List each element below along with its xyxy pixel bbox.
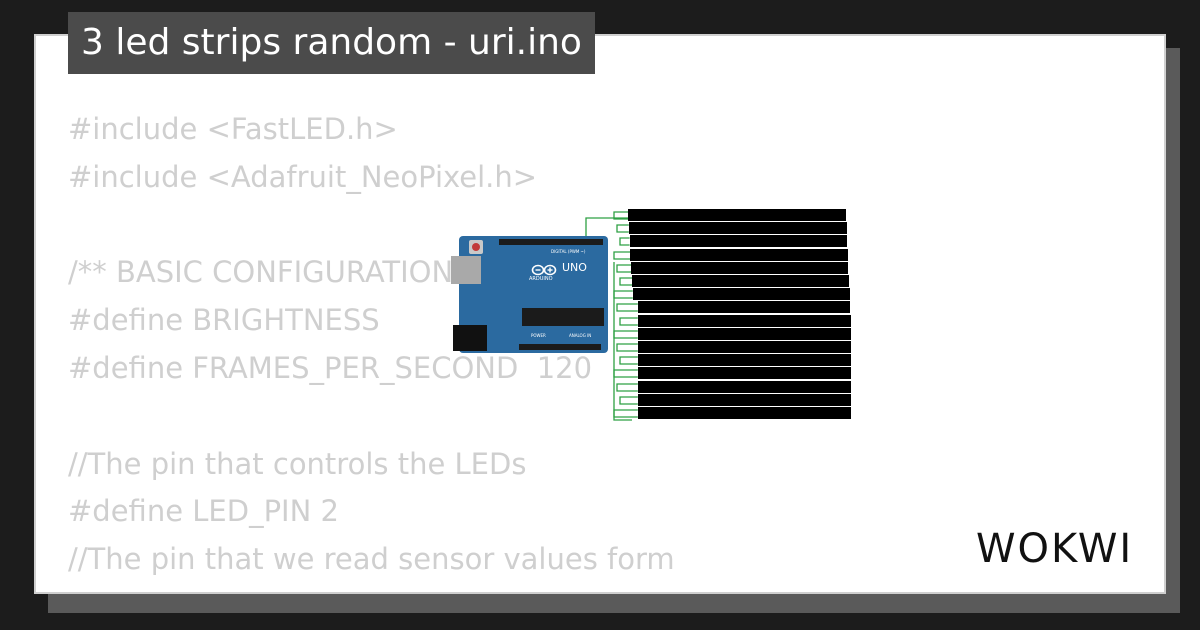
- wire: [619, 317, 638, 326]
- code-line: #define MIC_PIN 18: [68, 584, 675, 594]
- code-line: #include <Adafruit_NeoPixel.h>: [68, 159, 538, 194]
- wire: [619, 277, 632, 286]
- project-title: 3 led strips random - uri.ino: [68, 12, 595, 74]
- led-strip[interactable]: [632, 275, 849, 287]
- wokwi-logo-text: WOKWI: [976, 526, 1133, 572]
- arduino-uno-board[interactable]: UNO ARDUINO DIGITAL (PWM ~) POWER ANALOG…: [451, 236, 608, 353]
- wire: [613, 409, 638, 418]
- code-line: //The pin that controls the LEDs: [68, 446, 527, 481]
- led-strip[interactable]: [637, 367, 851, 379]
- analog-label: ANALOG IN: [569, 333, 592, 338]
- code-line: #include <FastLED.h>: [68, 112, 398, 146]
- code-line: #define BRIGHTNESS: [68, 303, 380, 338]
- code-preview: #include <FastLED.h> #include <Adafruit_N…: [68, 106, 675, 594]
- wire: [619, 356, 638, 365]
- led-strip[interactable]: [637, 328, 851, 340]
- led-strip[interactable]: [637, 394, 851, 406]
- led-strip[interactable]: [637, 407, 851, 419]
- wire: [613, 211, 628, 220]
- wire: [613, 330, 638, 339]
- wire-group: [585, 211, 638, 421]
- wire: [616, 224, 629, 233]
- power-jack: [453, 325, 487, 351]
- arduino-logo-icon: [531, 264, 557, 276]
- led-strip[interactable]: [631, 262, 849, 274]
- led-strip[interactable]: [637, 315, 851, 327]
- wire: [613, 262, 632, 421]
- board-brand: ARDUINO: [529, 276, 553, 282]
- code-line: //The pin that we read sensor values for…: [68, 542, 675, 577]
- wire: [613, 251, 631, 260]
- wokwi-logo: WOKWI: [976, 526, 1133, 572]
- led-strip[interactable]: [630, 249, 848, 261]
- led-strip[interactable]: [637, 301, 851, 313]
- led-strip[interactable]: [637, 381, 851, 393]
- led-strip[interactable]: [637, 341, 851, 353]
- led-strip[interactable]: [628, 209, 846, 221]
- board-model: UNO: [562, 261, 587, 274]
- code-line: #define LED_PIN 2: [68, 494, 339, 529]
- led-strip[interactable]: [637, 354, 851, 366]
- led-strip[interactable]: [628, 222, 847, 234]
- wire: [619, 396, 638, 405]
- microcontroller-chip: [522, 308, 604, 326]
- wire: [616, 343, 638, 352]
- wire: [613, 290, 633, 299]
- analog-header: [519, 344, 601, 350]
- wire: [616, 303, 638, 312]
- digital-header: [499, 239, 603, 245]
- wire: [616, 383, 638, 392]
- wire: [613, 369, 638, 378]
- usb-port: [451, 256, 481, 284]
- code-line: #define FRAMES_PER_SECOND 120: [68, 350, 593, 385]
- power-label: POWER: [531, 333, 546, 338]
- digital-label: DIGITAL (PWM ~): [551, 249, 586, 254]
- wire: [619, 237, 630, 246]
- led-strip[interactable]: [632, 288, 850, 300]
- wire: [616, 264, 632, 273]
- led-strip[interactable]: [629, 235, 848, 247]
- reset-button[interactable]: [469, 240, 483, 254]
- wire: [585, 217, 628, 238]
